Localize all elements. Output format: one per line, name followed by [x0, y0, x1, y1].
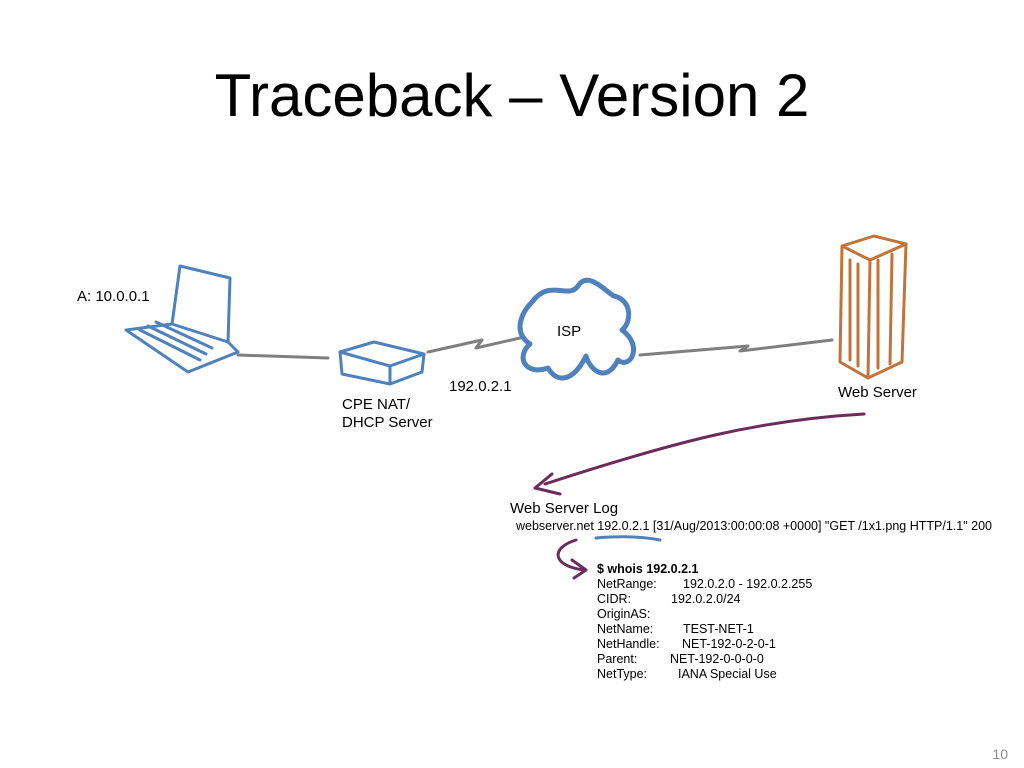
whois-row: NetType: IANA Special Use — [597, 667, 777, 683]
host-label: A: 10.0.0.1 — [77, 288, 150, 305]
whois-value: NET-192-0-0-0-0 — [670, 652, 764, 666]
whois-value: IANA Special Use — [678, 667, 777, 681]
whois-key: NetType: — [597, 667, 648, 681]
slide-title: Traceback – Version 2 — [214, 62, 810, 129]
arrow-to-whois — [556, 538, 588, 580]
whois-row: NetName: TEST-NET-1 — [597, 622, 754, 638]
whois-key: NetHandle: — [597, 637, 660, 651]
laptop-icon — [124, 264, 240, 374]
whois-row: Parent: NET-192-0-0-0-0 — [597, 652, 764, 668]
whois-row: NetHandle: NET-192-0-2-0-1 — [597, 637, 776, 653]
whois-value: TEST-NET-1 — [683, 622, 754, 636]
cloud-icon — [517, 277, 636, 381]
whois-row: OriginAS: — [597, 607, 651, 623]
arrow-to-log — [533, 412, 866, 496]
whois-key: OriginAS: — [597, 607, 651, 621]
router-icon — [338, 340, 426, 386]
link-isp-webserver — [638, 338, 834, 357]
public-ip-label: 192.0.2.1 — [449, 378, 512, 395]
whois-command: $ whois 192.0.2.1 — [597, 562, 699, 576]
link-cpe-isp — [426, 336, 522, 354]
link-laptop-cpe — [236, 353, 330, 360]
cpe-label-line2: DHCP Server — [342, 414, 433, 431]
whois-value: NET-192-0-2-0-1 — [682, 637, 776, 651]
whois-key: CIDR: — [597, 592, 632, 606]
whois-row: CIDR: 192.0.2.0/24 — [597, 592, 741, 608]
web-server-label: Web Server — [838, 384, 917, 401]
cpe-label-line1: CPE NAT/ — [342, 396, 411, 413]
whois-value: 192.0.2.0/24 — [671, 592, 741, 606]
isp-label: ISP — [557, 323, 582, 340]
log-entry: webserver.net 192.0.2.1 [31/Aug/2013:00:… — [516, 519, 992, 533]
ip-underline — [594, 535, 662, 542]
whois-key: Parent: — [597, 652, 638, 666]
log-title: Web Server Log — [510, 500, 619, 517]
page-number: 10 — [992, 746, 1008, 762]
whois-row: NetRange: 192.0.2.0 - 192.0.2.255 — [597, 577, 812, 593]
server-icon — [838, 234, 908, 380]
whois-value: 192.0.2.0 - 192.0.2.255 — [683, 577, 813, 591]
whois-key: NetRange: — [597, 577, 657, 591]
whois-key: NetName: — [597, 622, 654, 636]
